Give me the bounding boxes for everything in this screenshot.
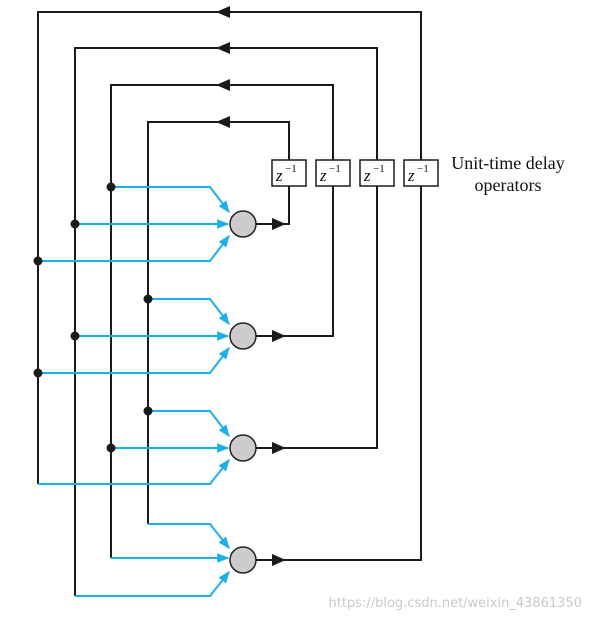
arrow-loop-2 [216,79,230,91]
delay-box-2: z −1 [315,159,351,187]
junction-dot [70,219,80,229]
junction-dot [106,443,116,453]
junction-dot [106,182,116,192]
top-arrows [216,6,230,128]
loop-1-feedback [147,121,290,524]
delay-box-4: z −1 [403,159,439,187]
output-arrow-4 [272,554,286,566]
loop-3-feedback [74,47,378,596]
input-3-from-bus-1 [148,410,230,437]
delay-exponent: −1 [417,163,429,175]
input-1-from-bus-2 [111,186,230,213]
watermark: https://blog.csdn.net/weixin_43861350 [328,596,582,611]
delay-operators: z −1 z −1 z −1 z −1 [271,159,439,187]
input-1-from-bus-4 [38,235,230,262]
input-4-from-bus-1 [148,523,230,549]
delay-z: z [319,166,327,185]
junction-dot [33,368,43,378]
input-4-from-bus-3 [75,571,230,597]
loop-2-output [256,181,334,337]
neuron-3 [229,434,257,462]
input-connections [38,186,230,597]
junction-dot [143,294,153,304]
arrow-loop-4 [216,6,230,18]
junction-dot [33,256,43,266]
arrow-loop-3 [216,42,230,54]
delay-exponent: −1 [285,163,297,175]
caption-line-1: Unit-time delay [451,153,565,173]
neuron-2 [229,322,257,350]
loop-3-output [256,181,378,449]
neurons [229,210,257,574]
delay-box-3: z −1 [359,159,395,187]
feedback-loops [37,11,422,596]
delay-exponent: −1 [373,163,385,175]
junction-dot [143,406,153,416]
delay-z: z [363,166,371,185]
junction-dot [70,331,80,341]
output-arrow-2 [272,330,286,342]
delay-exponent: −1 [329,163,341,175]
delay-z: z [275,166,283,185]
loop-4-output [256,181,422,561]
caption-line-2: operators [474,175,542,195]
input-3-from-bus-4 [38,459,230,485]
output-arrow-1 [272,218,286,230]
loop-1-output [256,181,290,225]
output-arrow-3 [272,442,286,454]
neuron-4 [229,546,257,574]
delay-z: z [407,166,415,185]
input-2-from-bus-4 [38,347,230,374]
arrow-loop-1 [216,116,230,128]
input-2-from-bus-1 [148,298,230,325]
neuron-1 [229,210,257,238]
junction-dots [33,182,153,453]
delay-box-1: z −1 [271,159,307,187]
loop-2-feedback [110,84,334,558]
output-arrows [272,218,286,566]
delay-operators-caption: Unit-time delay operators [438,152,578,196]
